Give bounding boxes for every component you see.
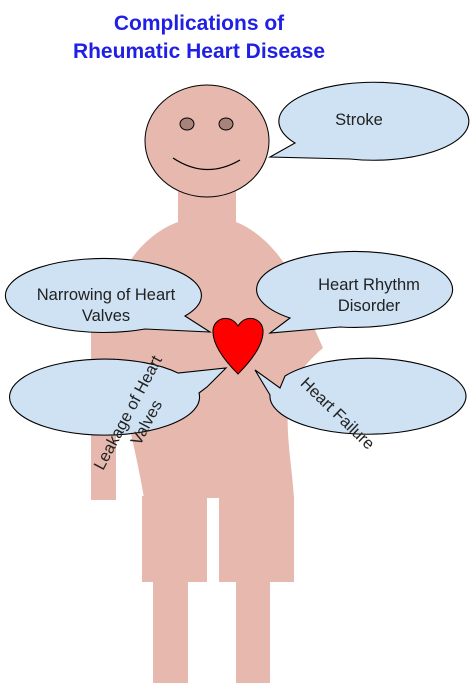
bubble-stroke: Stroke bbox=[267, 81, 470, 161]
figure-left-leg bbox=[153, 580, 188, 683]
right-eye-icon bbox=[218, 117, 234, 131]
smile-icon bbox=[172, 157, 241, 171]
label-stroke: Stroke bbox=[335, 111, 383, 129]
bubble-stroke-shape bbox=[267, 81, 470, 161]
figure-head bbox=[144, 84, 270, 198]
label-rhythm-line-1: Heart Rhythm bbox=[318, 276, 420, 294]
bubble-leakage-valves-shape bbox=[9, 358, 228, 436]
bubble-narrowing-valves: Narrowing of Heart Valves bbox=[4, 257, 213, 334]
label-rhythm-line-2: Disorder bbox=[338, 297, 401, 315]
heart-icon bbox=[212, 317, 264, 375]
bubble-narrowing-valves-shape bbox=[4, 257, 213, 334]
left-eye-icon bbox=[179, 117, 195, 131]
label-narrowing-line-2: Valves bbox=[82, 307, 130, 325]
bubble-leakage-valves: Leakage of Heart Valves bbox=[9, 352, 228, 473]
label-narrowing-line-1: Narrowing of Heart bbox=[37, 286, 176, 304]
title-line-2: Rheumatic Heart Disease bbox=[73, 40, 325, 63]
bubble-heart-failure-shape bbox=[254, 357, 467, 435]
figure-right-hip bbox=[219, 496, 294, 582]
title-line-1: Complications of bbox=[114, 12, 285, 35]
bubble-heart-rhythm-shape bbox=[256, 250, 454, 334]
figure-left-hip bbox=[142, 496, 207, 582]
figure-right-leg bbox=[236, 580, 270, 683]
bubble-heart-rhythm: Heart Rhythm Disorder bbox=[256, 250, 454, 334]
